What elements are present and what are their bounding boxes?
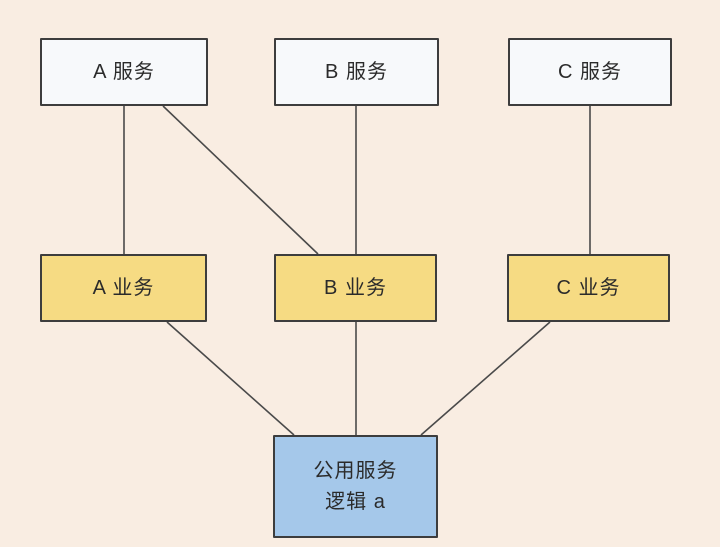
node-shared-logic-label-line2: 逻辑 a xyxy=(325,490,386,513)
edge-a-business-to-shared-logic xyxy=(166,321,295,436)
node-c-business: C 业务 xyxy=(507,254,670,322)
node-a-service: A 服务 xyxy=(40,38,208,106)
node-b-service-label: B 服务 xyxy=(325,60,388,83)
node-a-business: A 业务 xyxy=(40,254,207,322)
node-shared-logic: 公用服务 逻辑 a xyxy=(273,435,438,538)
node-b-business-label: B 业务 xyxy=(324,276,387,299)
edge-a-service-to-b-business xyxy=(162,105,319,255)
node-a-service-label: A 服务 xyxy=(93,60,155,83)
node-a-business-label: A 业务 xyxy=(92,276,155,299)
node-b-business: B 业务 xyxy=(274,254,437,322)
node-c-service-label: C 服务 xyxy=(558,60,622,83)
node-c-service: C 服务 xyxy=(508,38,672,106)
node-b-service: B 服务 xyxy=(274,38,439,106)
edge-c-business-to-shared-logic xyxy=(420,321,551,436)
node-shared-logic-label-line1: 公用服务 xyxy=(313,459,398,482)
node-c-business-label: C 业务 xyxy=(556,276,621,299)
